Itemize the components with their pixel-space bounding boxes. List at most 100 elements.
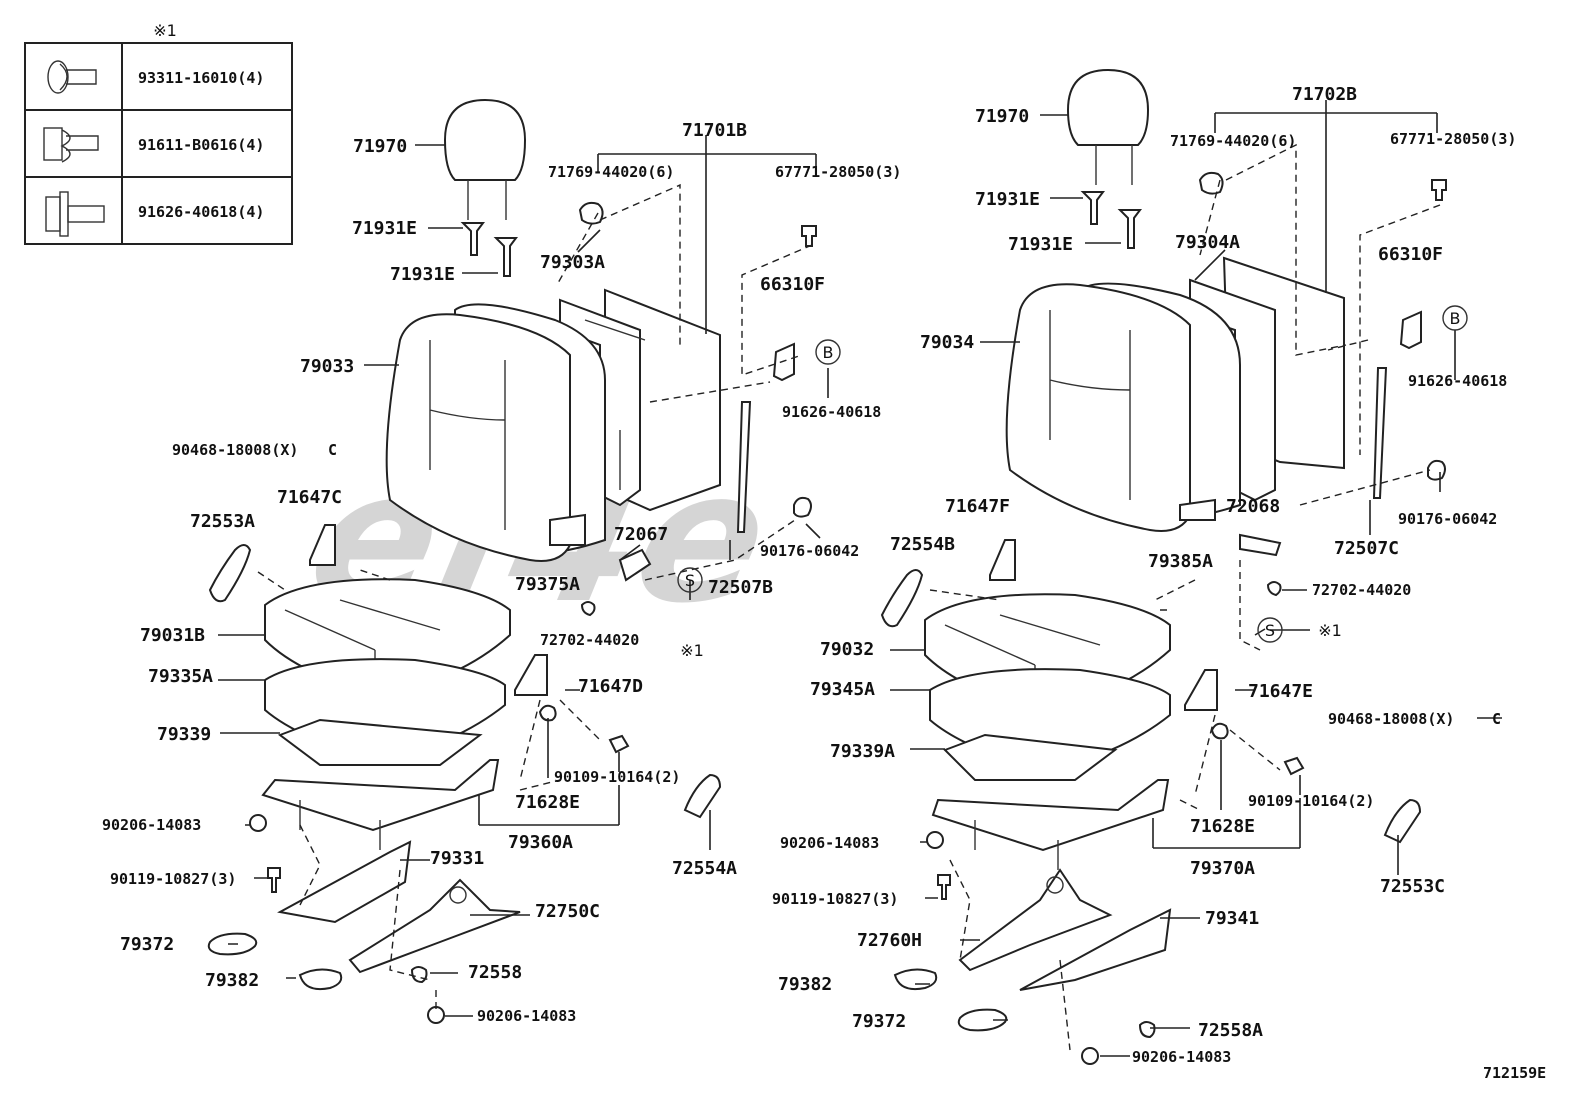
left-callout-ref1: ※1: [680, 641, 704, 660]
label-left-fastener: 67771-28050(3): [775, 163, 901, 181]
label-right-headrest: 71970: [975, 106, 1029, 127]
right-board: [943, 733, 1118, 781]
left-cushion-frame: [261, 759, 500, 832]
label-left-hinge-cover-c: 71647C: [277, 487, 342, 508]
label-right-board: 79339A: [830, 741, 895, 762]
right-seat-assembly: B S ※1 71970 71931E 71931E 71702B 71769-…: [772, 68, 1516, 1066]
right-guide-b: [1117, 209, 1142, 249]
left-callout-b-text: B: [823, 343, 834, 362]
label-left-clip: 71769-44020(6): [548, 163, 674, 181]
label-right-clip: 71769-44020(6): [1170, 132, 1296, 150]
label-right-washer-2: 90206-14083: [1132, 1048, 1231, 1066]
left-seat-assembly: B S ※1 71970 71931E 71931E 71701B 71769-…: [102, 98, 901, 1025]
left-nut-90109: [608, 734, 630, 754]
right-track-72760h: [958, 868, 1113, 972]
label-right-nut: 90109-10164(2): [1248, 792, 1374, 810]
label-right-fastener: 67771-28050(3): [1390, 130, 1516, 148]
right-clip-71769: [1198, 171, 1224, 195]
label-right-cover-79382: 79382: [778, 974, 832, 995]
right-fastener-67771: [1431, 179, 1447, 201]
left-hinge-cover-71647d: [514, 654, 548, 696]
right-pad-79385a: [1179, 498, 1216, 521]
left-knob-71628e: [538, 704, 557, 722]
left-fastener-67771: [801, 225, 817, 247]
label-right-cushion-frame: 79370A: [1190, 858, 1255, 879]
label-left-hinge-cover-a: 72553A: [190, 511, 255, 532]
right-stay-rod: [1372, 367, 1388, 499]
label-left-cushion-frame: 79360A: [508, 832, 573, 853]
label-right-hog-ring-sym: C: [1492, 710, 1501, 728]
label-left-bushing: 72558: [468, 962, 522, 983]
right-back-cover: [1005, 283, 1191, 532]
left-bracket-72067: [618, 548, 652, 582]
left-bolt-90119: [267, 867, 281, 893]
clip-icon: [47, 60, 97, 94]
label-left-cover: 79033: [300, 356, 354, 377]
label-left-nut: 90109-10164(2): [554, 768, 680, 786]
label-left-bolt-b: 91626-40618: [782, 403, 881, 421]
label-right-hog-ring: 90468-18008(X): [1328, 710, 1454, 728]
right-guide-a: [1080, 191, 1105, 225]
label-left-cover-79372: 79372: [120, 934, 174, 955]
figure-id: 712159E: [1483, 1064, 1546, 1082]
left-bracket-66310f: [772, 342, 795, 382]
label-right-pad: 79385A: [1148, 551, 1213, 572]
label-left-washer-2: 90206-14083: [477, 1007, 576, 1025]
label-left-bracket-72067: 72067: [614, 524, 668, 545]
right-callout-s-text: S: [1265, 621, 1275, 640]
right-callout-ref1: ※1: [1318, 621, 1342, 640]
label-left-hog-ring: 90468-18008(X): [172, 441, 298, 459]
right-washer-90206-b: [1081, 1047, 1099, 1065]
left-callout-b: [815, 339, 841, 365]
label-left-seat-back-assy: 71701B: [682, 120, 747, 141]
label-right-hinge-cover-f: 71647F: [945, 496, 1010, 517]
left-stay-rod: [736, 401, 752, 533]
label-right-washer-1: 90206-14083: [780, 834, 879, 852]
right-bracket-72068: [1239, 533, 1282, 557]
label-right-frame: 79304A: [1175, 232, 1240, 253]
label-left-cap: 90176-06042: [760, 542, 859, 560]
label-right-cushion-pad: 79345A: [810, 679, 875, 700]
left-guide-a: [460, 222, 485, 256]
label-left-leg: 79331: [430, 848, 484, 869]
label-right-guide-b: 71931E: [1008, 234, 1073, 255]
label-left-hog-ring-sym: C: [328, 441, 337, 459]
label-right-hinge-cover-e: 71647E: [1248, 681, 1313, 702]
left-headrest: [443, 98, 527, 181]
right-callout-b-text: B: [1450, 309, 1461, 328]
left-leg-79331: [277, 840, 412, 924]
right-nut-90109: [1283, 756, 1305, 776]
left-washer-90206-b: [427, 1006, 445, 1024]
right-bracket-66310f: [1399, 310, 1422, 350]
right-cover-79382: [893, 968, 938, 991]
left-track-72750c: [348, 878, 521, 974]
left-cover-79382: [298, 968, 343, 991]
left-hinge-cover-72554a: [683, 773, 722, 819]
right-hinge-cover-72554b: [880, 569, 924, 628]
right-hinge-cover-71647e: [1184, 669, 1218, 711]
label-left-guide-b: 71931E: [390, 264, 455, 285]
left-hinge-cover-71647c: [309, 524, 336, 566]
label-right-guide-a: 71931E: [975, 189, 1040, 210]
label-right-cap: 90176-06042: [1398, 510, 1497, 528]
label-left-cushion-pad: 79335A: [148, 666, 213, 687]
left-pad-79375a: [549, 513, 586, 546]
screw-clip-icon: [43, 127, 99, 163]
label-right-bushing: 72558A: [1198, 1020, 1263, 1041]
left-board: [277, 718, 483, 766]
label-right-bolt-b: 91626-40618: [1408, 372, 1507, 390]
left-bolt-72702: [580, 601, 596, 617]
left-washer-90206: [249, 814, 267, 832]
right-bolt-90119: [937, 874, 951, 900]
label-left-cushion-cover: 79031B: [140, 625, 205, 646]
label-left-stay: 72507B: [708, 577, 773, 598]
label-left-bolt-72702: 72702-44020: [540, 631, 639, 649]
label-left-hinge-cover-554a: 72554A: [672, 858, 737, 879]
label-left-frame: 79303A: [540, 252, 605, 273]
label-right-bracket: 66310F: [1378, 244, 1443, 265]
table-row-2-part: 91611-B0616(4): [138, 136, 264, 154]
label-right-bracket-72068: 72068: [1226, 496, 1280, 517]
label-right-knob: 71628E: [1190, 816, 1255, 837]
right-hinge-cover-72553c: [1383, 798, 1422, 844]
